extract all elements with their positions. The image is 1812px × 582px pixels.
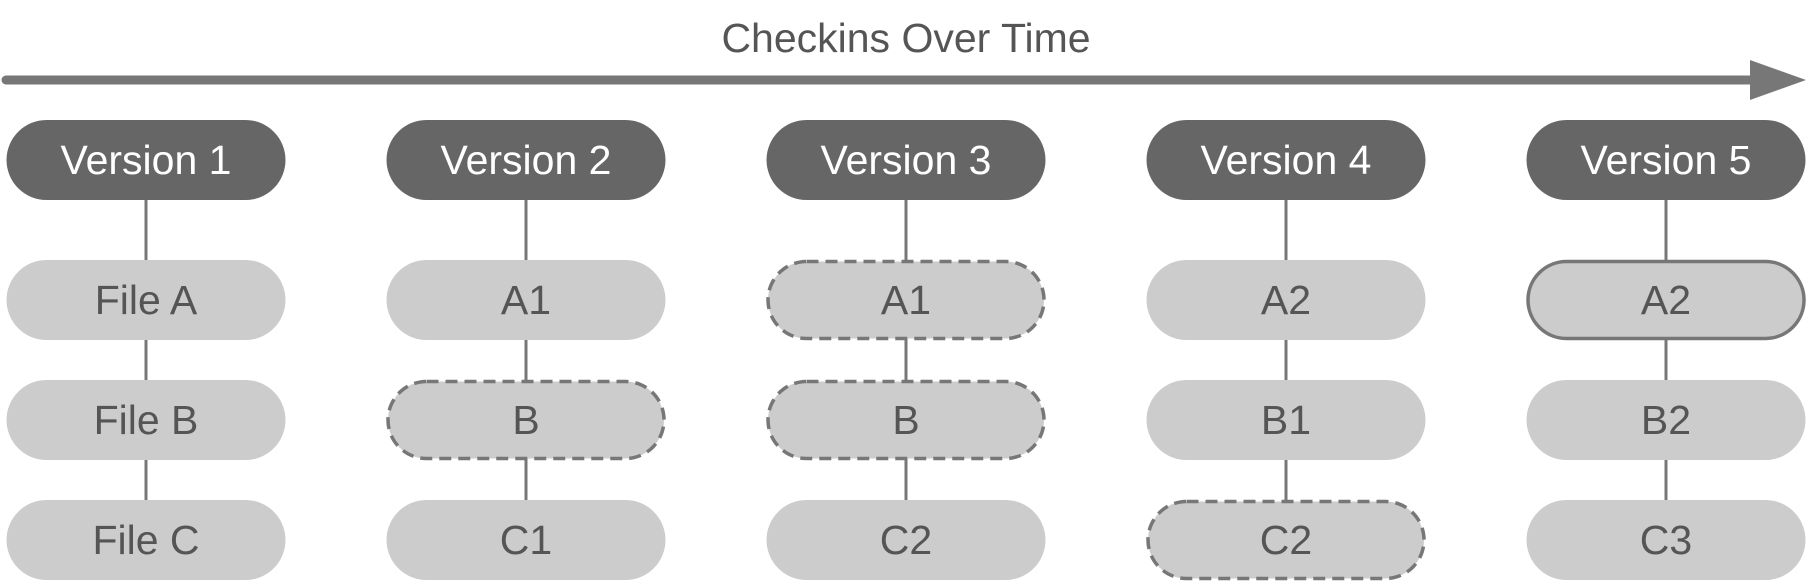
file-node (6, 380, 286, 460)
file-node (6, 500, 286, 580)
file-node (6, 260, 286, 340)
file-node (1526, 259, 1806, 341)
file-node (1146, 380, 1426, 460)
file-node-label: B2 (1641, 397, 1691, 443)
timeline-arrow-head (1750, 60, 1806, 100)
version-columns: Version 1 File A File B File C Version 2 A1B C… (6, 120, 1806, 581)
version-header (766, 120, 1046, 200)
file-node-label: A1 (881, 277, 931, 323)
file-node (386, 500, 666, 580)
file-node (386, 379, 666, 461)
version-header-label: Version 1 (61, 137, 232, 183)
file-node-label: A2 (1641, 277, 1691, 323)
file-node-label: C1 (500, 517, 552, 563)
diagram-title: Checkins Over Time (721, 15, 1090, 61)
version-header (6, 120, 286, 200)
file-node-label: A2 (1261, 277, 1311, 323)
file-node (1146, 260, 1426, 340)
version-column: Version 2 A1B C1 (386, 120, 666, 580)
file-node-label: File C (92, 517, 199, 563)
file-node (1526, 380, 1806, 460)
timeline-arrow (1, 60, 1806, 100)
version-header (1146, 120, 1426, 200)
version-header-label: Version 5 (1581, 137, 1752, 183)
version-column: Version 1 File A File B File C (6, 120, 286, 580)
file-node-label: B1 (1261, 397, 1311, 443)
version-header-label: Version 2 (441, 137, 612, 183)
file-node-label: B (892, 397, 919, 443)
file-node (1146, 499, 1426, 581)
file-node-label: File B (94, 397, 199, 443)
version-header (1526, 120, 1806, 200)
file-node (766, 259, 1046, 341)
version-column: Version 3 A1B C2 (766, 120, 1046, 580)
file-node-label: A1 (501, 277, 551, 323)
file-node-label: C3 (1640, 517, 1692, 563)
version-header-label: Version 4 (1201, 137, 1372, 183)
version-header-label: Version 3 (821, 137, 992, 183)
file-node (766, 379, 1046, 461)
file-node-label: File A (95, 277, 198, 323)
file-node (1526, 500, 1806, 580)
file-node-label: B (512, 397, 539, 443)
file-node-label: C2 (1260, 517, 1312, 563)
version-header (386, 120, 666, 200)
file-node-label: C2 (880, 517, 932, 563)
file-node (386, 260, 666, 340)
file-node (766, 500, 1046, 580)
